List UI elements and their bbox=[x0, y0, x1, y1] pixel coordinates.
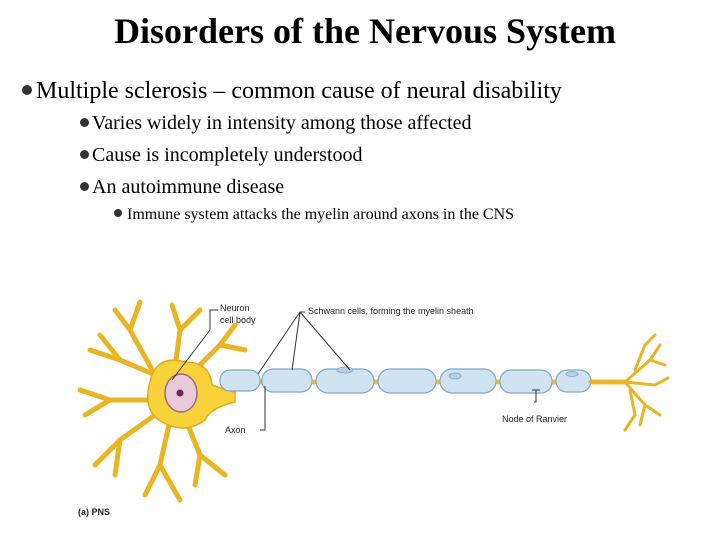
bullet-dot-icon bbox=[114, 209, 122, 218]
dendrites bbox=[77, 299, 248, 503]
label-neuron-line1: Neuron bbox=[220, 303, 250, 313]
neuron-figure: Neuron cell body Schwann cells, forming … bbox=[77, 299, 670, 517]
schwann-cell bbox=[377, 368, 437, 394]
schwann-cell bbox=[499, 369, 553, 394]
bullet-dot-icon bbox=[80, 117, 89, 127]
bullet-main-text: Multiple sclerosis – common cause of neu… bbox=[36, 78, 562, 104]
schwann-cell bbox=[439, 368, 497, 394]
bullet-dot-icon bbox=[80, 181, 89, 191]
bullet-dot-icon bbox=[80, 149, 89, 159]
nucleolus bbox=[176, 389, 184, 397]
bullet-subsub-text: Immune system attacks the myelin around … bbox=[127, 206, 515, 223]
bullet-sub-3: An autoimmune disease bbox=[80, 176, 284, 199]
bullet-subsub: Immune system attacks the myelin around … bbox=[114, 206, 514, 224]
bullet-sub-text: An autoimmune disease bbox=[92, 176, 285, 198]
bullet-sub-1: Varies widely in intensity among those a… bbox=[80, 112, 472, 135]
schwann-cell bbox=[219, 369, 261, 392]
bullet-sub-2: Cause is incompletely understood bbox=[80, 144, 363, 167]
label-axon: Axon bbox=[225, 425, 246, 435]
figure-caption: (a) PNS bbox=[78, 507, 110, 517]
axon-terminals bbox=[588, 333, 670, 432]
label-node-of-ranvier: Node of Ranvier bbox=[502, 414, 567, 424]
schwann-cell bbox=[261, 368, 313, 393]
label-schwann: Schwann cells, forming the myelin sheath bbox=[308, 306, 474, 316]
bullet-dot-icon bbox=[22, 85, 32, 96]
bullet-sub-text: Cause is incompletely understood bbox=[92, 144, 363, 166]
myelin-sheath bbox=[219, 368, 592, 394]
label-neuron-line2: cell body bbox=[220, 315, 256, 325]
slide-title: Disorders of the Nervous System bbox=[114, 11, 616, 51]
bullet-sub-text: Varies widely in intensity among those a… bbox=[92, 112, 472, 134]
bullet-main: Multiple sclerosis – common cause of neu… bbox=[22, 78, 562, 105]
